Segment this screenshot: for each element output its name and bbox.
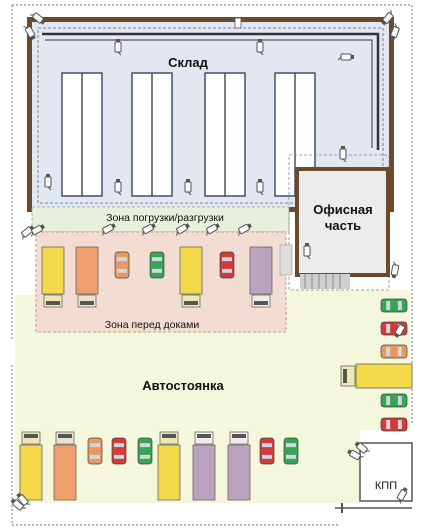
surveillance-camera-icon [114, 179, 122, 196]
parking-label: Автостоянка [142, 378, 224, 393]
storage-racks [61, 72, 316, 197]
office-side-steps [279, 244, 293, 276]
truck-icon [75, 246, 99, 308]
car-icon [111, 437, 127, 465]
truck-icon [227, 431, 251, 501]
truck-icon [41, 246, 65, 308]
car-icon [149, 251, 165, 279]
surveillance-camera-icon [29, 12, 46, 25]
surveillance-camera-icon [23, 26, 36, 40]
surveillance-camera-icon [176, 223, 190, 236]
truck-icon [192, 431, 216, 501]
surveillance-camera-icon [394, 321, 406, 338]
surveillance-cameras [10, 9, 408, 511]
dock-front-zone [35, 231, 287, 333]
checkpoint-label: КПП [375, 480, 397, 492]
surveillance-camera-icon [337, 53, 354, 61]
warehouse-dash-line [37, 27, 384, 204]
monorail-line-inner [45, 39, 373, 148]
car-icon [259, 437, 275, 465]
surveillance-camera-icon [184, 179, 192, 196]
office-label-line1: Офисная [313, 202, 372, 217]
car-icon [380, 298, 408, 313]
car-icon [380, 417, 408, 432]
rack [61, 72, 103, 197]
truck-icon [53, 431, 77, 501]
surveillance-camera-icon [16, 492, 31, 506]
office-stairs [300, 274, 350, 289]
surveillance-camera-icon [354, 441, 371, 454]
surveillance-camera-icon [142, 223, 156, 236]
gate-barrier-icon [335, 503, 412, 513]
surveillance-camera-icon [238, 223, 252, 236]
perimeter-fence [11, 4, 413, 526]
loading-zone-label: Зона погрузки/разгрузки [106, 212, 224, 224]
surveillance-camera-icon [303, 243, 311, 260]
surveillance-camera-icon [10, 498, 27, 511]
monorail-line [42, 32, 380, 150]
warehouse-label: Склад [168, 55, 209, 70]
rack [204, 72, 246, 197]
car-icon [380, 344, 408, 359]
office-floor [299, 171, 386, 273]
surveillance-camera-icon [339, 146, 347, 163]
car-icon [87, 437, 103, 465]
car-icon [283, 437, 299, 465]
office-label-line2: часть [325, 218, 361, 233]
surveillance-camera-icon [396, 487, 408, 504]
surveillance-camera-icon [390, 261, 400, 279]
truck-icon [249, 246, 273, 308]
truck-icon [157, 431, 181, 501]
truck-icon [340, 363, 413, 389]
surveillance-camera-icon [256, 39, 264, 56]
vehicles [19, 246, 413, 501]
truck-icon [19, 431, 43, 501]
surveillance-camera-icon [390, 23, 400, 41]
surveillance-camera-icon [206, 223, 220, 236]
surveillance-camera-icon [31, 224, 45, 237]
car-icon [219, 251, 235, 279]
car-icon [114, 251, 130, 279]
surveillance-camera-icon [347, 449, 364, 461]
surveillance-camera-icon [102, 223, 116, 236]
dock-zone-label: Зона перед доками [105, 319, 200, 331]
car-icon [137, 437, 153, 465]
surveillance-camera-icon [381, 9, 394, 26]
surveillance-camera-icon [44, 174, 52, 191]
car-icon [380, 393, 408, 408]
door-marker [234, 17, 242, 29]
rack [131, 72, 173, 197]
truck-icon [179, 246, 203, 308]
surveillance-camera-icon [114, 39, 122, 56]
surveillance-camera-icon [256, 179, 264, 196]
